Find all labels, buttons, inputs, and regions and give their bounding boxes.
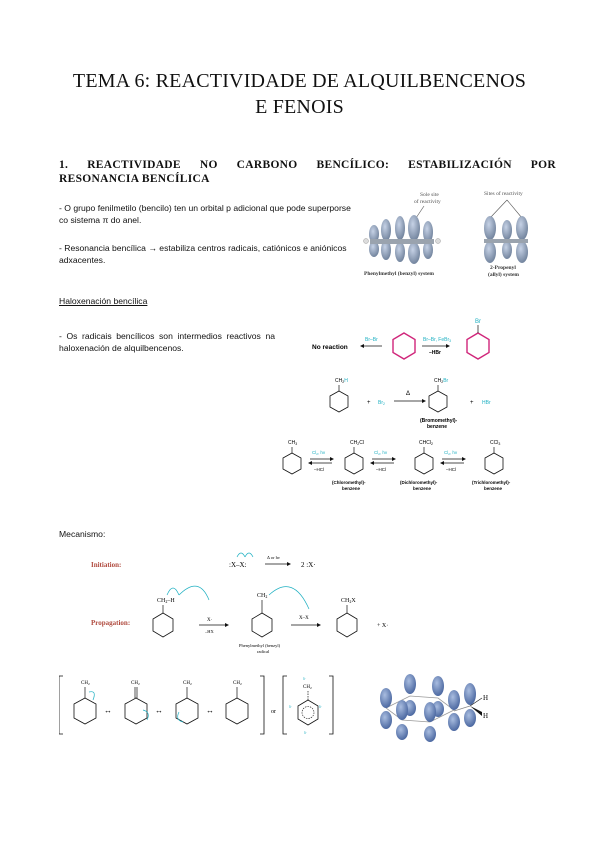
partial-radical-label: δ· (303, 676, 306, 681)
section-1-heading-line-1: 1. REACTIVIDADE NO CARBONO BENCÍLICO: ES… (59, 158, 556, 172)
svg-text:CH2: CH2 (303, 685, 312, 690)
document-title: TEMA 6: REACTIVIDADE DE ALQUILBENCENOS E… (30, 68, 569, 120)
dichloromethyl-caption: (Dichloromethyl)- (400, 480, 438, 485)
minus-hcl-label: –HCl (376, 467, 386, 472)
trichloromethyl-caption: (Trichloromethyl)- (472, 480, 511, 485)
hydrogen-label: H (483, 694, 488, 702)
br-substituent: Br (475, 319, 481, 325)
paragraph-benzyl-resonance: - Resonancia bencílica → estabiliza cent… (59, 243, 347, 265)
heading-word: POR (530, 159, 556, 171)
no-reaction-row: No reaction Br–Br Br–Br, FeBr3 –HBr Br (312, 319, 490, 360)
hydrogen-label: H (483, 712, 488, 720)
svg-text:Br2: Br2 (378, 400, 385, 406)
initiation-product: 2 :X· (301, 561, 316, 569)
paragraph-halogenation: - Os radicais bencílicos son intermedios… (59, 331, 275, 353)
section-1-heading: 1. REACTIVIDADE NO CARBONO BENCÍLICO: ES… (59, 158, 556, 186)
svg-text:CH2: CH2 (183, 681, 192, 686)
heading-word: ESTABILIZACIÓN (408, 159, 512, 171)
plus-sign: + (367, 400, 371, 406)
x-radical: X· (207, 618, 213, 623)
or-label: or (271, 709, 276, 715)
chloromethyl-caption: (Chloromethyl)- (332, 480, 366, 485)
svg-text:CH2–H: CH2–H (157, 598, 175, 604)
bromination-row: CH2H + Br2 Δ CH2Br + HBr (Bromomethyl)- … (329, 378, 491, 430)
delta-label: Δ (406, 391, 410, 397)
allyl-caption-2: (allyl) system (488, 271, 519, 278)
allyl-caption-1: 2-Propenyl (490, 265, 516, 271)
plus-x-radical: + X· (377, 623, 388, 629)
paragraph-benzyl-orbital: - O grupo fenilmetilo (bencilo) ten un o… (59, 203, 351, 225)
svg-text:Br–Br, FeBr3: Br–Br, FeBr3 (423, 337, 451, 343)
sites-of-reactivity-label: Sites of reactivity (484, 190, 523, 197)
partial-radical-label: δ· (319, 704, 322, 709)
plus-sign: + (470, 400, 474, 406)
heading-word: CARBONO (236, 159, 298, 171)
section-1-heading-line-2: RESONANCIA BENCÍLICA (59, 173, 210, 185)
svg-text:CHCl2: CHCl2 (419, 440, 433, 446)
chlorination-row: CH3 Cl2, hv –HCl CH2Cl Cl2, hv –HCl CHCl… (282, 440, 511, 491)
resonance-arrow: ↔ (104, 706, 112, 715)
benzyl-system-caption: Phenylmethyl (benzyl) system (364, 270, 434, 277)
mechanism-diagram: Initiation: :X–X: Δ or hν 2 :X· Propagat… (91, 552, 388, 654)
resonance-structures: CH2 ↔ CH2 ↔ CH2 ↔ CH2 or δ· CH2 δ· δ· δ· (59, 675, 334, 735)
sole-site-label-2: of reactivity (414, 198, 441, 205)
bromobenzene-ring (466, 332, 490, 360)
no-reaction-label: No reaction (312, 344, 348, 351)
hbr-product: HBr (482, 400, 491, 406)
propagation-label: Propagation: (91, 619, 130, 627)
svg-text:CH2: CH2 (131, 681, 140, 686)
benzene-caption: benzene (342, 486, 361, 491)
minus-hcl-label: –HCl (446, 467, 456, 472)
svg-text:CCl3: CCl3 (490, 440, 500, 446)
heading-word: NO (199, 159, 218, 171)
benzyl-radical-orbital-model: H H (380, 674, 488, 742)
svg-text:CH3: CH3 (288, 440, 297, 446)
resonance-arrow: ↔ (155, 706, 163, 715)
initiation-reactant: :X–X: (229, 561, 247, 569)
benzene-caption: benzene (484, 486, 503, 491)
initiation-label: Initiation: (91, 561, 121, 569)
title-line-2: E FENOIS (255, 96, 344, 118)
svg-text:CH2: CH2 (233, 681, 242, 686)
heading-word: BENCÍLICO: (316, 159, 390, 171)
svg-text:Cl2, hv: Cl2, hv (444, 450, 458, 456)
allyl-orbital-model (484, 199, 528, 263)
svg-text:CH2H: CH2H (335, 378, 348, 384)
heading-word: REACTIVIDADE (87, 159, 181, 171)
svg-text:CH2Br: CH2Br (434, 378, 449, 384)
svg-text:Cl2, hv: Cl2, hv (374, 450, 388, 456)
benzene-ring-pink (392, 332, 416, 360)
title-line-1: TEMA 6: REACTIVIDADE DE ALQUILBENCENOS (72, 70, 527, 92)
resonance-arrow: ↔ (206, 706, 214, 715)
minus-hcl-label: –HCl (314, 467, 324, 472)
bromomethyl-caption-2: benzene (427, 424, 447, 430)
heading-word: 1. (59, 159, 69, 171)
svg-text:Cl2, hv: Cl2, hv (312, 450, 326, 456)
orbital-diagram: Sole site of reactivity Sites of reactiv… (363, 190, 528, 278)
partial-radical-label: δ· (289, 704, 292, 709)
benzyl-radical-caption: Phenylmethyl (benzyl) (239, 643, 281, 648)
svg-text:CH2: CH2 (81, 681, 90, 686)
benzene-caption: benzene (413, 486, 432, 491)
sole-site-label: Sole site (420, 192, 439, 198)
svg-text:CH2: CH2 (257, 593, 267, 599)
halogenation-subheading: Haloxenación bencílica (59, 296, 148, 306)
halogenation-reactions: No reaction Br–Br Br–Br, FeBr3 –HBr Br C… (282, 319, 511, 491)
svg-text:CH2Cl: CH2Cl (350, 440, 364, 446)
partial-radical-label: δ· (304, 730, 307, 735)
svg-text:CH2X: CH2X (341, 598, 356, 604)
mechanism-label: Mecanismo: (59, 529, 106, 539)
bromomethyl-caption: (Bromomethyl)- (420, 418, 458, 424)
benzyl-orbital-model (363, 205, 441, 264)
benzyl-radical-caption-2: radical (257, 649, 270, 654)
br-br-label: Br–Br (365, 337, 378, 343)
minus-hbr-label: –HBr (429, 350, 441, 356)
minus-hx-label: –HX (204, 629, 214, 634)
x-x-reagent: X–X (299, 616, 309, 621)
initiation-condition: Δ or hν (267, 555, 280, 560)
